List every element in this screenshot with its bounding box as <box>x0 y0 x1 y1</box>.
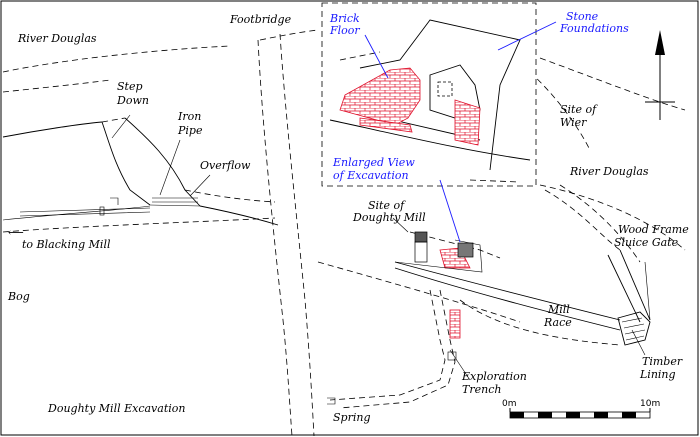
enlarged-view-inset <box>321 2 557 187</box>
brick-floor-label-2: Floor <box>329 24 360 37</box>
exploration-trench-label-2: Trench <box>462 383 501 396</box>
wood-frame-label-1: Wood Frame <box>618 223 689 236</box>
stone-foundations-label-2: Foundations <box>559 22 629 35</box>
sluice-gate <box>617 311 651 346</box>
iron-pipe-label-2: Pipe <box>177 124 203 137</box>
north-arrow-icon <box>645 30 675 120</box>
footbridge <box>257 33 315 437</box>
overflow-structure <box>19 117 279 226</box>
exploration-trench-label-1: Exploration <box>461 370 527 383</box>
brick-floor-label-1: Brick <box>329 12 360 25</box>
mill-race-label-1: Mill <box>547 303 570 316</box>
overflow-label: Overflow <box>200 159 251 172</box>
stone-foundations-label-1: Stone <box>566 10 599 23</box>
site-of-wier-label-2: Wier <box>560 116 587 129</box>
mill-race <box>317 184 651 346</box>
left-arrow-icon: ⟵ <box>8 226 24 239</box>
to-blacking-mill-label: to Blacking Mill <box>22 238 111 251</box>
wood-frame-label-2: Sluice Gate <box>614 236 679 249</box>
site-of-doughty-mill-label-2: Doughty Mill <box>352 211 426 224</box>
scale-bar: 0m 10m <box>502 399 660 419</box>
footbridge-label: Footbridge <box>229 13 292 26</box>
enlarged-view-leader <box>439 179 461 243</box>
leader-lines <box>111 114 651 381</box>
step-down-label-1: Step <box>117 80 143 93</box>
timber-lining-label-2: Lining <box>639 368 676 381</box>
scale-start-label: 0m <box>502 399 517 409</box>
map-title: Doughty Mill Excavation <box>47 402 185 415</box>
bog-label: Bog <box>7 290 30 303</box>
site-of-doughty-mill-label-1: Site of <box>368 199 406 212</box>
river-banks <box>2 29 686 251</box>
river-douglas-top-label: River Douglas <box>17 32 97 45</box>
site-of-wier-label-1: Site of <box>560 103 598 116</box>
river-douglas-right-label: River Douglas <box>569 165 649 178</box>
enlarged-view-label-1: Enlarged View <box>332 156 415 169</box>
timber-lining-label-1: Timber <box>642 355 683 368</box>
enlarged-view-label-2: of Excavation <box>333 169 409 182</box>
mill-race-label-2: Race <box>543 316 572 329</box>
scale-end-label: 10m <box>640 399 660 409</box>
mill-site-excavation <box>394 231 501 273</box>
exploration-trench <box>327 289 461 409</box>
step-down-label-2: Down <box>116 94 149 107</box>
spring-label: Spring <box>333 411 370 424</box>
iron-pipe-label-1: Iron <box>177 110 201 123</box>
